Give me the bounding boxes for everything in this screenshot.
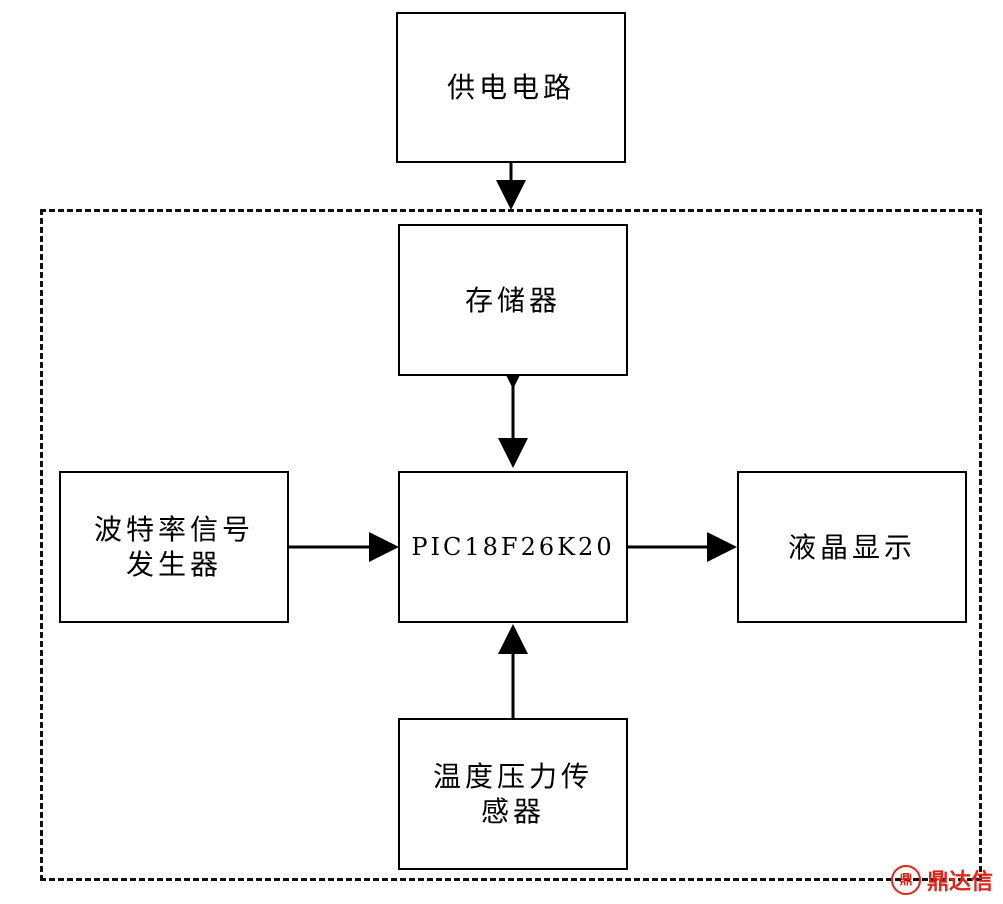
storage-label: 存储器 bbox=[464, 283, 561, 317]
mcu-label: PIC18F26K20 bbox=[411, 533, 615, 561]
storage-box: 存储器 bbox=[398, 224, 628, 376]
lcd-box: 液晶显示 bbox=[737, 471, 967, 623]
sensor-label-line2: 感器 bbox=[480, 795, 545, 828]
watermark-text: 鼎达信 bbox=[926, 870, 993, 895]
baud-generator-label-line2: 发生器 bbox=[125, 548, 222, 581]
power-supply-box: 供电电路 bbox=[396, 12, 626, 163]
watermark: 鼎 鼎达信 bbox=[890, 864, 993, 896]
watermark-logo-icon: 鼎 bbox=[890, 865, 921, 895]
system-boundary bbox=[40, 209, 982, 881]
power-supply-label: 供电电路 bbox=[446, 71, 575, 104]
baud-generator-label-line1: 波特率信号 bbox=[93, 513, 254, 546]
lcd-label: 液晶显示 bbox=[787, 530, 916, 564]
sensor-box: 温度压力传 感器 bbox=[398, 718, 628, 870]
sensor-label-line1: 温度压力传 bbox=[432, 760, 593, 793]
mcu-box: PIC18F26K20 bbox=[398, 471, 628, 623]
baud-generator-box: 波特率信号 发生器 bbox=[59, 471, 289, 623]
